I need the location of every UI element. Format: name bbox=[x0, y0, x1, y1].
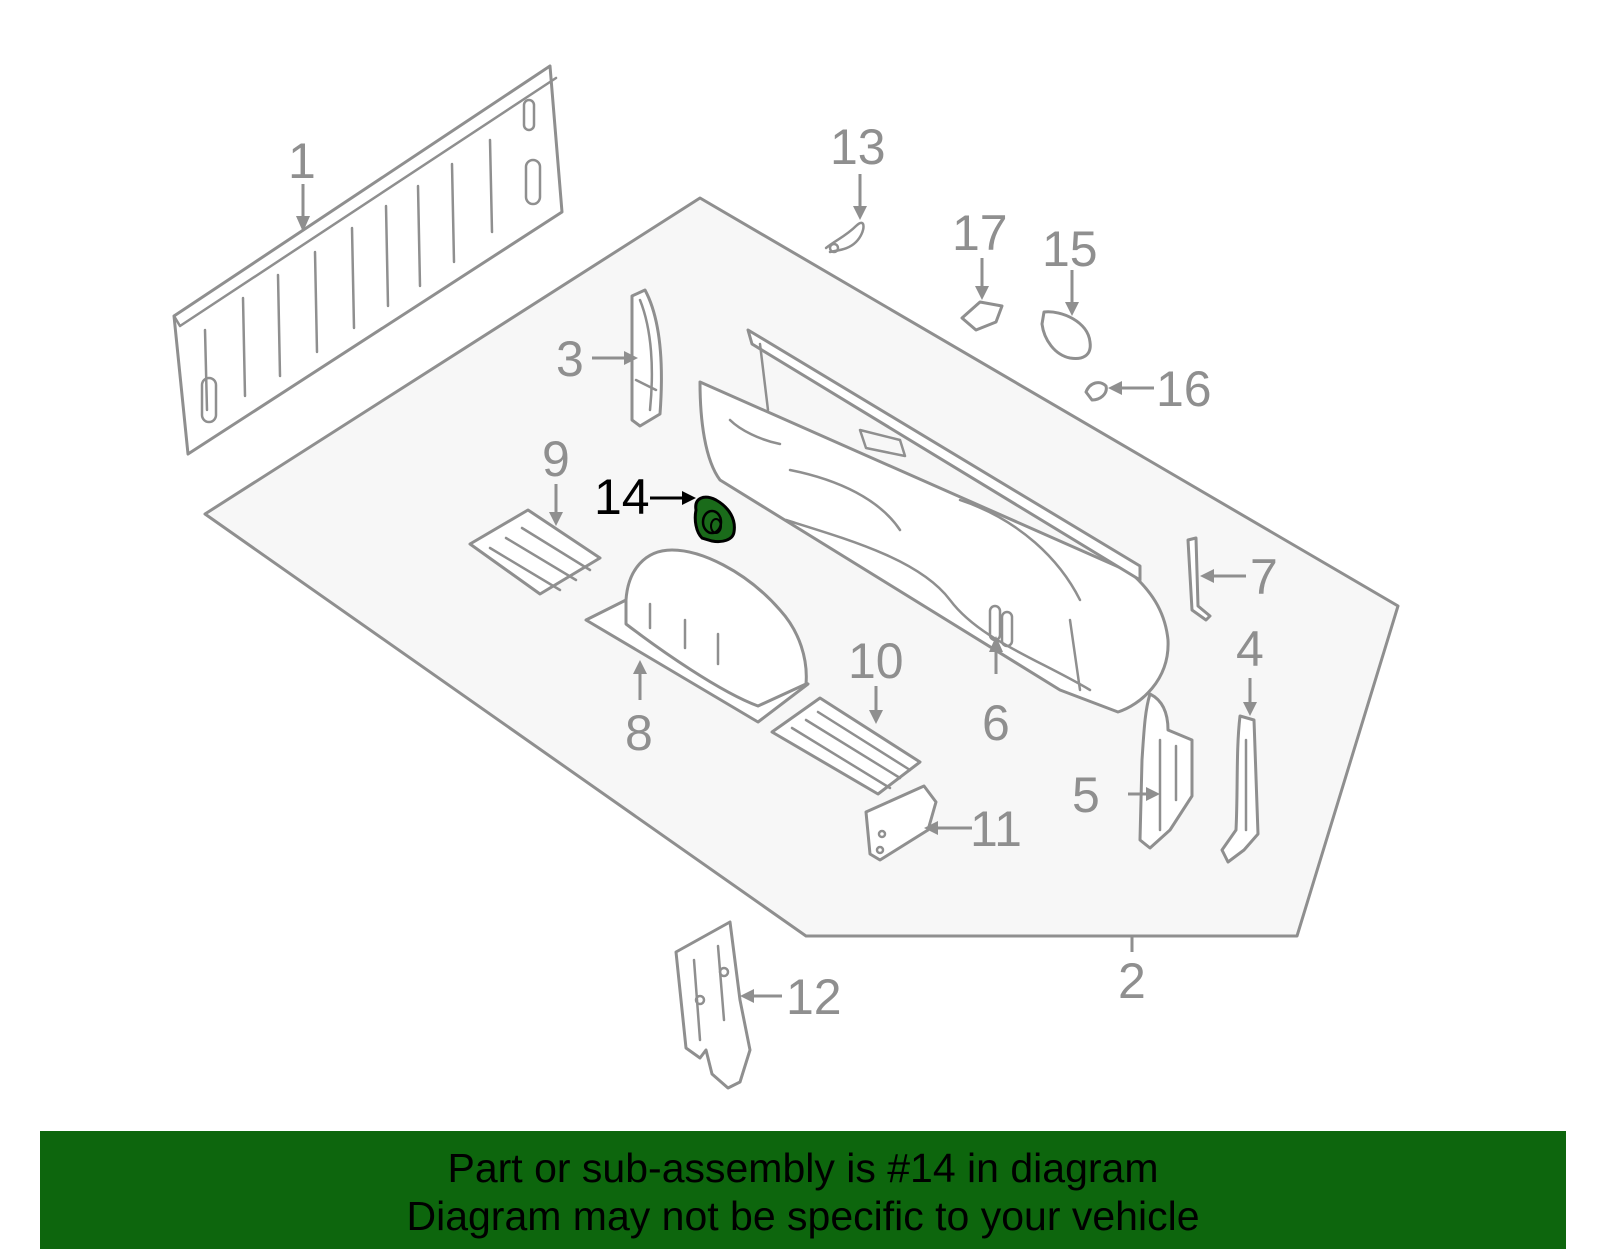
callout-9: 9 bbox=[542, 431, 570, 487]
callout-15: 15 bbox=[1042, 221, 1098, 277]
bracket-part-5[interactable] bbox=[1138, 692, 1194, 850]
callout-13: 13 bbox=[830, 119, 886, 175]
bracket-part-3[interactable] bbox=[630, 288, 663, 428]
callout-1: 1 bbox=[288, 133, 316, 189]
clip-part-7[interactable] bbox=[1186, 536, 1212, 622]
side-panel-part-6[interactable] bbox=[698, 328, 1170, 714]
callout-17: 17 bbox=[952, 205, 1008, 261]
plug-part-14[interactable] bbox=[693, 495, 736, 544]
callout-labels: 1 2 3 4 5 6 7 8 9 10 11 12 13 14 15 16 1… bbox=[288, 119, 1278, 1025]
callout-7: 7 bbox=[1250, 549, 1278, 605]
plug-part-17[interactable] bbox=[960, 300, 1004, 332]
bracket-part-12[interactable] bbox=[674, 920, 752, 1090]
front-panel-part-1[interactable] bbox=[172, 64, 564, 456]
callout-16: 16 bbox=[1156, 361, 1212, 417]
plate-part-10[interactable] bbox=[770, 696, 922, 796]
plate-part-9[interactable] bbox=[468, 508, 602, 596]
callout-8: 8 bbox=[625, 705, 653, 761]
cap-part-15[interactable] bbox=[1040, 310, 1092, 360]
wheelhouse-part-8[interactable] bbox=[584, 548, 810, 724]
bracket-part-4[interactable] bbox=[1220, 714, 1260, 864]
plug-part-16[interactable] bbox=[1084, 381, 1108, 402]
floor-plate-part-2[interactable] bbox=[203, 196, 1400, 938]
callout-5: 5 bbox=[1072, 767, 1100, 823]
callout-11: 11 bbox=[970, 801, 1022, 857]
callout-10: 10 bbox=[848, 633, 904, 689]
leader-lines bbox=[296, 174, 1257, 1003]
callout-6: 6 bbox=[982, 695, 1010, 751]
hook-part-13[interactable] bbox=[824, 221, 865, 254]
info-banner: Part or sub-assembly is #14 in diagram D… bbox=[40, 1131, 1566, 1249]
callout-2: 2 bbox=[1118, 953, 1146, 1009]
callout-4: 4 bbox=[1236, 621, 1264, 677]
callout-14: 14 bbox=[594, 469, 650, 525]
callout-3: 3 bbox=[556, 331, 584, 387]
banner-line-2: Diagram may not be specific to your vehi… bbox=[406, 1193, 1200, 1239]
callout-12: 12 bbox=[786, 969, 842, 1025]
banner-line-1: Part or sub-assembly is #14 in diagram bbox=[447, 1145, 1159, 1191]
